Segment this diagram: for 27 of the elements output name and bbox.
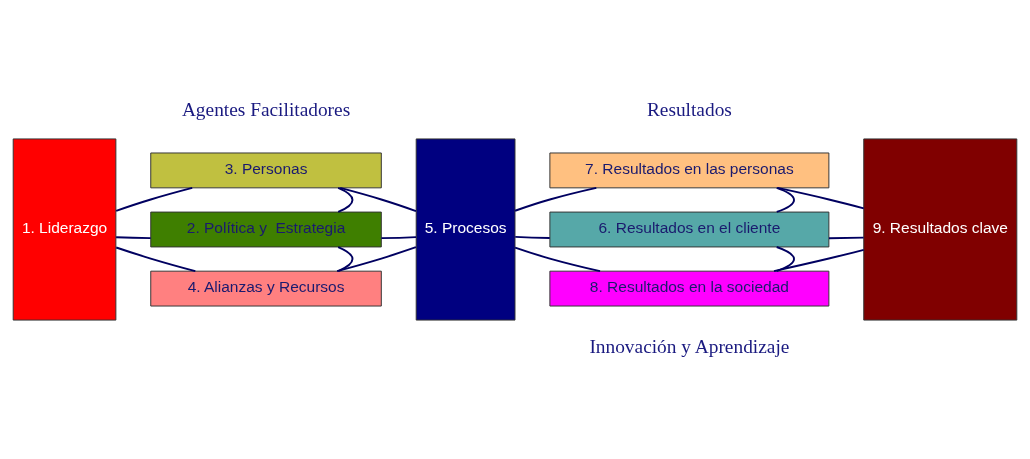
connector	[776, 186, 865, 210]
label: Agentes Facilitadores	[181, 99, 351, 121]
connector	[115, 186, 194, 212]
connector	[828, 236, 865, 240]
connector	[773, 248, 865, 273]
connector	[380, 236, 417, 240]
node-box: 4. Alianzas y Recursos	[150, 270, 382, 307]
node-box: 8. Resultados en la sociedad	[549, 270, 830, 307]
connector	[336, 246, 417, 273]
connector	[775, 246, 795, 273]
connector	[115, 236, 152, 240]
label: Innovación y Aprendizaje	[589, 335, 790, 357]
label: Resultados	[646, 99, 732, 121]
connector	[339, 186, 417, 213]
connector	[514, 235, 551, 239]
node-box: 2. Política y Estrategia	[150, 211, 382, 248]
node-box: 1. Liderazgo	[12, 138, 117, 321]
connector	[115, 246, 197, 273]
node-box: 3. Personas	[150, 152, 382, 189]
node-box: 5. Procesos	[415, 138, 516, 321]
node-box: 7. Resultados en las personas	[549, 152, 830, 189]
connector	[337, 186, 354, 213]
node-box: 9. Resultados clave	[863, 138, 1018, 321]
connector	[775, 186, 795, 213]
connector	[514, 186, 598, 212]
connector	[514, 246, 602, 273]
node-box: 6. Resultados en el cliente	[549, 211, 830, 248]
